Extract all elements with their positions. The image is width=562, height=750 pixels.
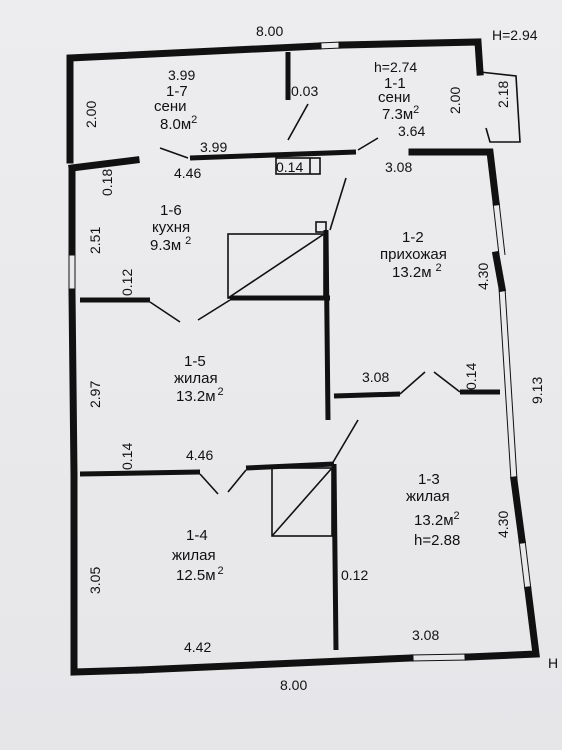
room-1-4-id: 1-4: [186, 527, 208, 544]
windows: [68, 41, 532, 662]
room-1-1-area: 7.3м2: [382, 104, 419, 123]
right-wall-seg2: [491, 250, 507, 293]
dim-2-18: 2.18: [495, 81, 511, 108]
dim-h-top-right: H=2.94: [492, 27, 538, 43]
dim-4-30-upper: 4.30: [475, 263, 491, 290]
door-swings: [149, 103, 461, 495]
dim-3-08-mid: 3.08: [362, 369, 389, 385]
left-wall-lower: [70, 471, 144, 676]
dim-2-51: 2.51: [87, 227, 103, 254]
dim-3-99-top: 3.99: [168, 67, 195, 83]
room-1-5-name: жилая: [174, 370, 218, 387]
partitions: [79, 52, 500, 651]
dim-top-width: 8.00: [256, 23, 283, 39]
dim-9-13: 9.13: [529, 377, 545, 404]
dim-bottom-width: 8.00: [280, 677, 307, 693]
room-1-1-id: 1-1: [384, 75, 406, 92]
room-1-7: 1-7 сени 8.0м2: [154, 83, 197, 133]
dim-0-03: 0.03: [291, 83, 318, 99]
left-kitchen-stub: [68, 156, 140, 172]
dim-h-bottom-right: H: [548, 655, 558, 671]
room-1-6-name: кухня: [152, 219, 190, 236]
dim-2-97: 2.97: [87, 381, 103, 408]
room-1-3: 1-3 жилая 13.2м2 h=2.88: [406, 471, 460, 549]
dim-4-42: 4.42: [184, 639, 211, 655]
right-wall-top: [408, 148, 500, 206]
dim-4-46-top: 4.46: [174, 165, 201, 181]
room-1-7-area: 8.0м2: [160, 114, 197, 133]
room-1-7-id: 1-7: [166, 83, 188, 100]
top-wall-left: [66, 42, 322, 164]
right-wall-seg3: [510, 476, 526, 544]
room-1-2-id: 1-2: [402, 229, 424, 246]
room-1-3-height: h=2.88: [414, 532, 460, 549]
dim-2-00-right: 2.00: [447, 87, 463, 114]
dim-3-05: 3.05: [87, 567, 103, 594]
outer-walls: [66, 38, 540, 676]
room-1-3-id: 1-3: [418, 471, 440, 488]
dim-3-64: 3.64: [398, 123, 425, 139]
room-1-3-area: 13.2м2: [414, 510, 460, 529]
dim-0-14-right: 0.14: [463, 363, 479, 390]
bottom-wall: [136, 654, 414, 674]
top-wall-right: [338, 38, 484, 76]
porch-outline: [479, 71, 521, 143]
stairs-upper: [227, 221, 327, 299]
dim-3-99-mid: 3.99: [200, 139, 227, 155]
dimension-labels: 8.00 H=2.94 2.00 3.99 0.03 h=2.74 2.00 2…: [83, 23, 558, 693]
dim-0-12-lower: 0.12: [341, 567, 368, 583]
chimney: [275, 157, 321, 175]
dim-2-00-left: 2.00: [83, 101, 99, 128]
room-1-3-name: жилая: [406, 488, 450, 505]
dim-3-08-bottom: 3.08: [412, 627, 439, 643]
dim-0-14-left: 0.14: [119, 443, 135, 470]
room-1-5-id: 1-5: [184, 353, 206, 370]
dim-4-46-mid: 4.46: [186, 447, 213, 463]
bottom-wall-right: [464, 586, 540, 661]
room-1-1-name: сени: [378, 89, 411, 106]
dim-4-30-lower: 4.30: [495, 511, 511, 538]
dim-0-12-kitchen: 0.12: [119, 269, 135, 296]
dim-h-2-74: h=2.74: [374, 59, 417, 75]
room-1-4-name: жилая: [172, 547, 216, 564]
room-1-7-name: сени: [154, 98, 187, 115]
dim-0-18: 0.18: [99, 169, 115, 196]
room-1-6-id: 1-6: [160, 202, 182, 219]
room-1-2-name: прихожая: [380, 246, 447, 263]
dim-0-14-mid: 0.14: [276, 159, 303, 175]
room-1-1: 1-1 сени 7.3м2: [378, 75, 419, 123]
stairs-lower: [271, 467, 333, 537]
left-wall-mid: [68, 288, 78, 479]
dim-3-08-top: 3.08: [385, 159, 412, 175]
